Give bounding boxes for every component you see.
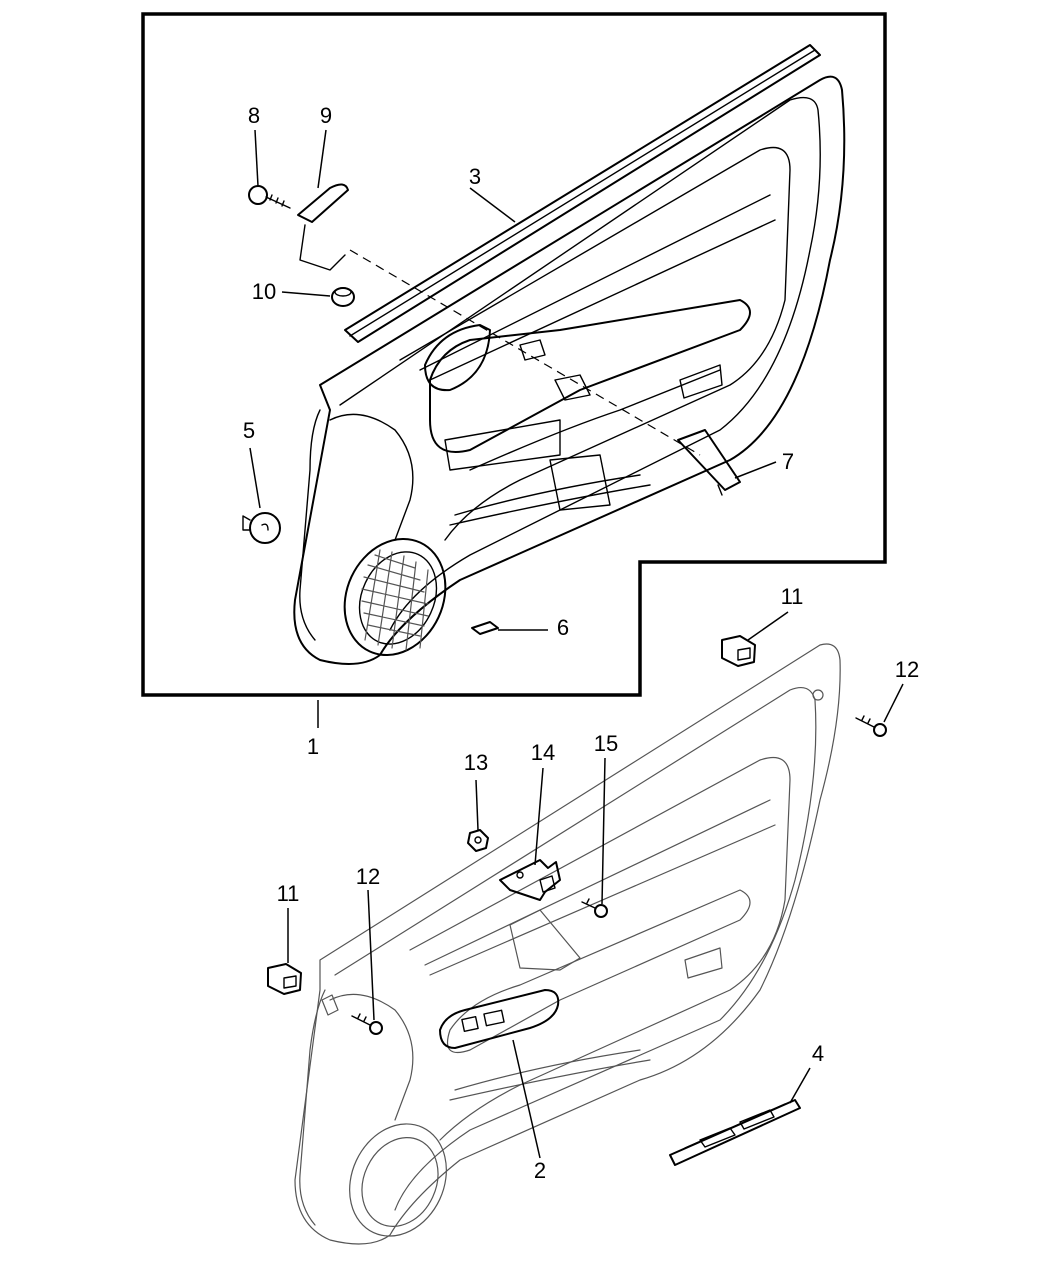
lower-door-trim-panel xyxy=(294,643,841,1245)
upper-door-trim-panel xyxy=(293,75,846,665)
nut-part-13 xyxy=(467,829,489,852)
callout-11-lower: 11 xyxy=(277,881,300,906)
bracket-part-14 xyxy=(499,859,561,901)
callout-9: 9 xyxy=(320,103,332,128)
callout-labels: 1 2 3 4 5 6 7 8 9 10 11 11 12 12 13 14 1… xyxy=(243,103,919,1183)
bracket-part-7 xyxy=(677,429,741,496)
clip-part-11-upper xyxy=(721,635,756,667)
callout-11-upper: 11 xyxy=(781,584,804,609)
assembly-frame xyxy=(141,12,887,697)
leader-lines xyxy=(249,129,904,1159)
callout-4: 4 xyxy=(812,1041,824,1066)
screw-part-8 xyxy=(248,185,291,209)
screw-part-15 xyxy=(581,898,608,918)
switch-bezel-part-2 xyxy=(439,989,560,1049)
callout-3: 3 xyxy=(469,164,481,189)
callout-12-lower: 12 xyxy=(356,864,380,889)
inside-handle-rod xyxy=(297,183,349,271)
callout-5: 5 xyxy=(243,418,255,443)
callout-12-upper: 12 xyxy=(895,657,919,682)
clip-part-6 xyxy=(471,621,499,635)
clip-part-10 xyxy=(331,287,355,307)
callout-7: 7 xyxy=(782,449,794,474)
callout-10: 10 xyxy=(252,279,276,304)
callout-13: 13 xyxy=(464,750,488,775)
callout-2: 2 xyxy=(534,1158,546,1183)
callout-15: 15 xyxy=(594,731,618,756)
fastener-part-5 xyxy=(242,512,281,544)
callout-1: 1 xyxy=(307,734,319,759)
callout-6: 6 xyxy=(557,615,569,640)
alignment-line xyxy=(349,249,701,456)
clip-part-11-lower xyxy=(267,963,302,995)
callout-8: 8 xyxy=(248,103,260,128)
window-switch-part-4 xyxy=(669,1099,801,1166)
screw-part-12-upper xyxy=(855,715,887,737)
belt-weatherstrip xyxy=(344,44,821,343)
screw-part-12-lower xyxy=(351,1013,383,1035)
callout-14: 14 xyxy=(531,740,555,765)
